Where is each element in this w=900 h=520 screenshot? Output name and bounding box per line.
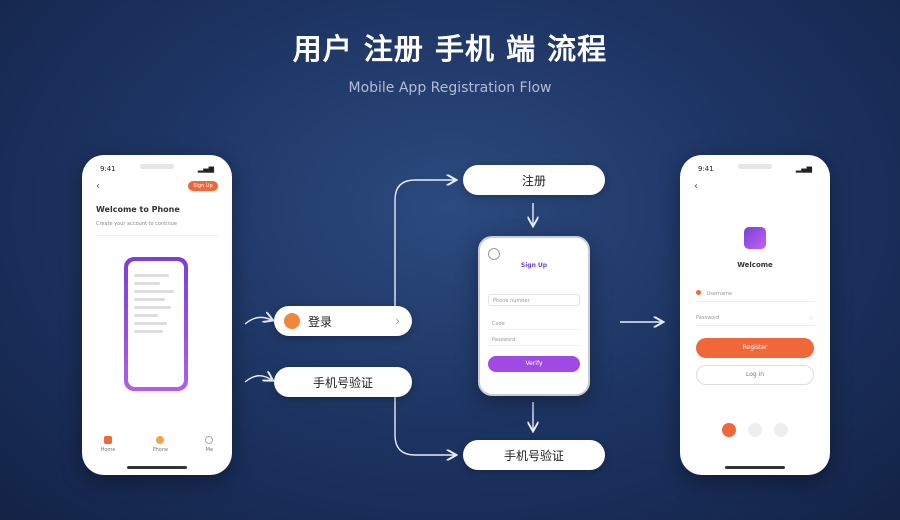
social-login-row [680, 423, 830, 437]
signal-icon-right: ▂▄▆ [795, 165, 812, 173]
social-icon-1[interactable] [722, 423, 736, 437]
verify-button[interactable]: Verify [488, 356, 580, 372]
register-button[interactable]: Register [696, 338, 814, 358]
inner-phone-mockup [124, 257, 188, 391]
arrow-down-to-verify [394, 390, 455, 455]
heart-icon [156, 436, 165, 444]
login-button[interactable]: Log in [696, 365, 814, 385]
node-register[interactable]: 注册 [463, 165, 605, 195]
welcome-heading: Welcome to Phone [96, 205, 180, 214]
node-verify-bottom[interactable]: 手机号验证 [463, 440, 605, 470]
speaker-notch [140, 164, 174, 169]
login-icon [284, 313, 300, 329]
diagram-subtitle: Mobile App Registration Flow [348, 80, 552, 96]
status-bar-right: 9:41 ▂▄▆ [698, 165, 812, 173]
node-verify-left-label: 手机号验证 [312, 375, 373, 390]
node-verify-bottom-label: 手机号验证 [503, 448, 564, 463]
nav-phone[interactable]: Phone [153, 436, 168, 453]
app-logo-icon [744, 227, 766, 249]
back-circle-icon[interactable] [488, 248, 500, 260]
home-indicator [127, 466, 187, 469]
social-icon-3[interactable] [774, 423, 788, 437]
home-indicator-right [725, 466, 785, 469]
field-password[interactable]: Password [488, 334, 580, 346]
field-code[interactable]: Code [488, 318, 580, 330]
diagram-title: 用户 注册 手机 端 流程 [292, 32, 608, 66]
arrow-left-to-verify [244, 376, 272, 383]
arrow-up-to-register [394, 180, 455, 322]
social-icon-2[interactable] [748, 423, 762, 437]
home-icon [103, 436, 112, 444]
field-phone[interactable]: Phone number [488, 294, 580, 306]
node-login-label: 登录 [308, 314, 333, 329]
signup-header-button[interactable]: Sign Up [188, 181, 218, 191]
chevron-right-icon: › [395, 314, 400, 328]
speaker-notch-right [738, 164, 772, 169]
status-time: 9:41 [100, 165, 116, 173]
phone-left: 9:41 ▂▄▆ ‹ Sign Up Welcome to Phone Crea… [82, 155, 232, 475]
divider [96, 235, 218, 236]
nav-home[interactable]: Home [101, 436, 115, 453]
eye-icon[interactable]: ◌ [809, 315, 814, 321]
signal-icon: ▂▄▆ [197, 165, 214, 173]
phone-right: 9:41 ▂▄▆ ‹ Welcome Username Password ◌ R… [680, 155, 830, 475]
user-dot-icon [696, 290, 701, 295]
welcome-caption: Create your account to continue [96, 221, 177, 227]
back-icon[interactable]: ‹ [96, 181, 100, 192]
user-icon [205, 436, 214, 444]
phone-middle: Sign Up Phone number Code Password Verif… [478, 236, 590, 396]
back-icon-right[interactable]: ‹ [694, 181, 698, 192]
node-login[interactable]: 登录 › [274, 306, 412, 336]
right-heading: Welcome [737, 261, 773, 269]
status-bar: 9:41 ▂▄▆ [100, 165, 214, 173]
node-verify-left[interactable]: 手机号验证 [274, 367, 412, 397]
node-register-label: 注册 [521, 173, 546, 188]
nav-me[interactable]: Me [205, 436, 214, 453]
field-pass[interactable]: Password ◌ [696, 311, 814, 326]
bottom-nav: Home Phone Me [82, 436, 232, 453]
field-username[interactable]: Username [696, 287, 814, 302]
middle-heading: Sign Up [520, 262, 548, 269]
status-time-right: 9:41 [698, 165, 714, 173]
arrow-left-to-login [244, 317, 272, 325]
